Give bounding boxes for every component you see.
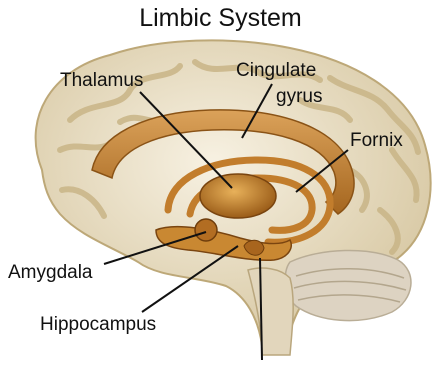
label-thalamus: Thalamus [60, 70, 143, 92]
diagram-title: Limbic System [0, 4, 441, 33]
label-hippocampus: Hippocampus [40, 314, 156, 336]
thalamus-shape [200, 174, 276, 218]
label-cingulate-line2: gyrus [276, 86, 322, 108]
amygdala-shape [195, 219, 217, 241]
label-fornix: Fornix [350, 130, 403, 152]
label-cingulate-line1: Cingulate [236, 60, 316, 82]
label-amygdala: Amygdala [8, 262, 93, 284]
